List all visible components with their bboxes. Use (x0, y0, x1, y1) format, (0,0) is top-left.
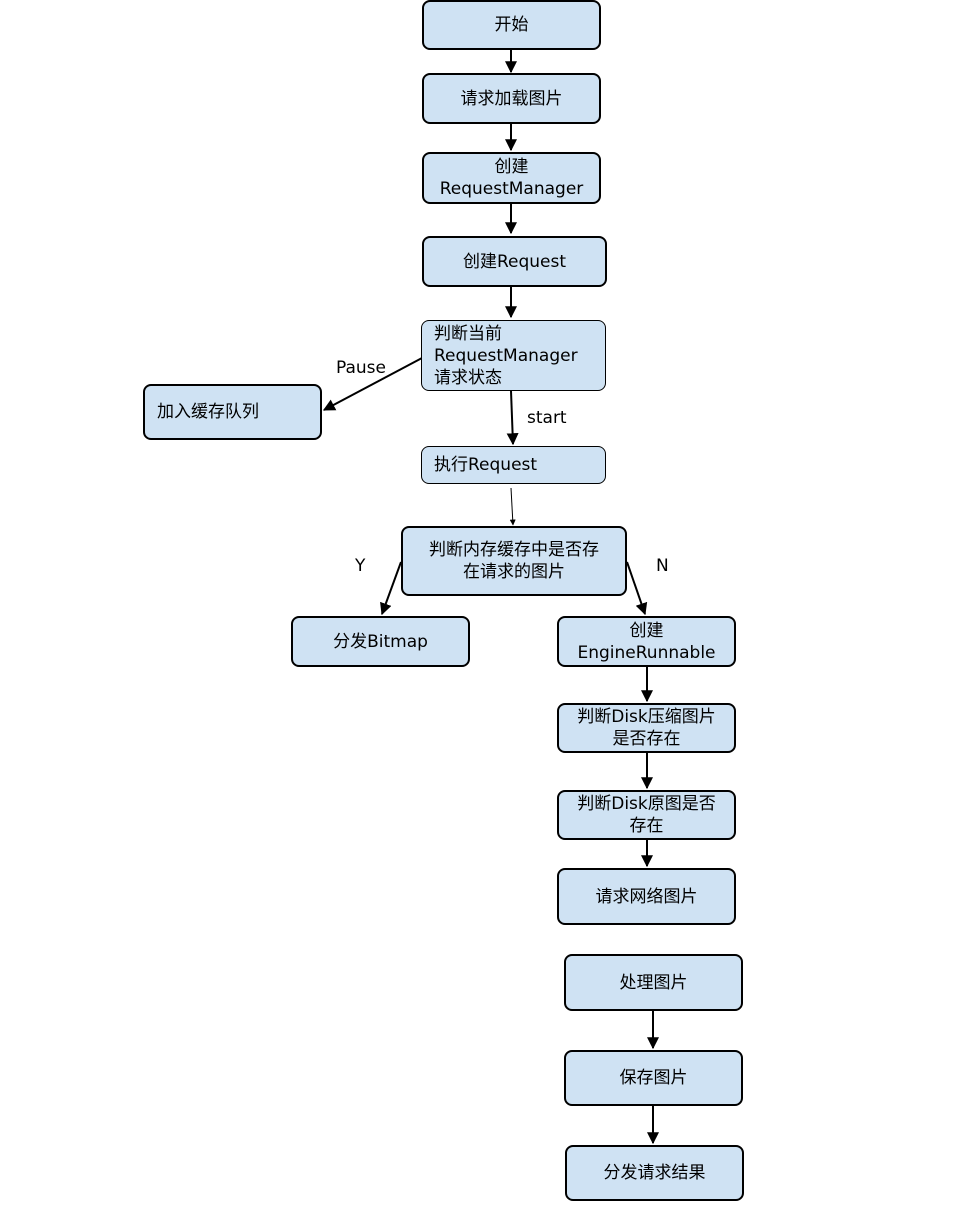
node-check-manager-state: 判断当前 RequestManager 请求状态 (421, 320, 606, 391)
arrow-check-memory-to-dispatch-bitmap (380, 561, 402, 616)
node-dispatch-result: 分发请求结果 (565, 1145, 744, 1201)
edge-label-yes: Y (355, 556, 366, 576)
node-create-request-manager: 创建 RequestManager (422, 152, 601, 204)
node-save-image: 保存图片 (564, 1050, 743, 1106)
node-create-request: 创建Request (422, 236, 607, 287)
arrow-exec-request-to-check-memory (509, 487, 516, 526)
node-add-cache-queue: 加入缓存队列 (143, 384, 322, 440)
node-check-memory-cache: 判断内存缓存中是否存 在请求的图片 (401, 526, 627, 596)
arrow-check-state-to-exec-request (506, 390, 519, 446)
edge-label-pause: Pause (336, 358, 386, 378)
node-check-disk-original: 判断Disk原图是否 存在 (557, 790, 736, 840)
node-process-image: 处理图片 (564, 954, 743, 1011)
node-dispatch-bitmap: 分发Bitmap (291, 616, 470, 667)
node-execute-request: 执行Request (421, 446, 606, 484)
edge-label-start: start (527, 408, 567, 428)
node-create-engine-runnable: 创建 EngineRunnable (557, 616, 736, 667)
node-check-disk-compressed: 判断Disk压缩图片 是否存在 (557, 703, 736, 753)
arrow-check-memory-to-create-engine (626, 561, 648, 616)
arrow-check-state-to-add-queue (322, 357, 423, 411)
node-request-network-image: 请求网络图片 (557, 868, 736, 925)
node-start: 开始 (422, 0, 601, 50)
node-request-load: 请求加载图片 (422, 73, 601, 124)
edge-label-no: N (656, 556, 669, 576)
